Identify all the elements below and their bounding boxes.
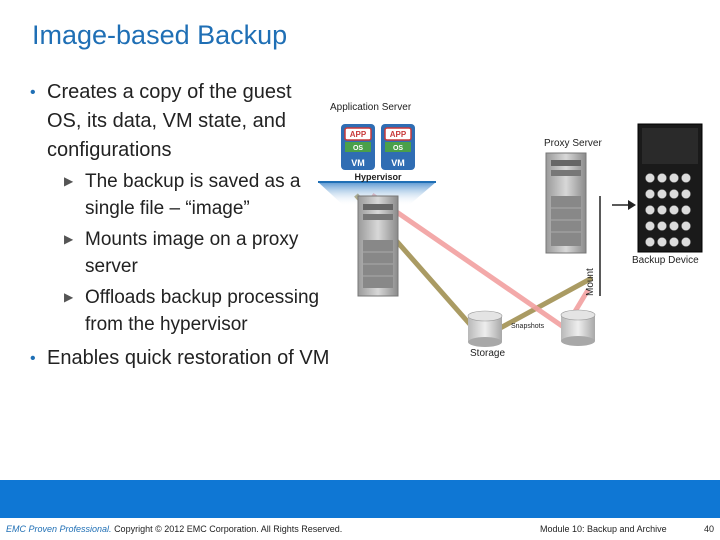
footer-brand: EMC Proven Professional.: [6, 524, 112, 534]
bullet-item: • Enables quick restoration of VM: [30, 344, 350, 373]
storage-label: Storage: [470, 348, 506, 359]
snapshots-label: Snapshots: [511, 323, 545, 330]
hypervisor-label: Hypervisor: [354, 172, 402, 182]
arrow-right-icon: [612, 200, 636, 210]
bullet-item: • Creates a copy of the guest OS, its da…: [30, 78, 330, 165]
vm-icon: APP OS VM: [341, 124, 375, 170]
triangle-right-icon: ▶: [64, 232, 74, 246]
page-number: 40: [704, 524, 715, 534]
backup-device-icon: [637, 123, 703, 253]
bullet-dot-icon: •: [30, 84, 36, 101]
slide-title: Image-based Backup: [32, 20, 288, 50]
footer-module: Module 10: Backup and Archive: [540, 524, 667, 534]
proxy-server-label: Proxy Server: [544, 138, 602, 149]
sub-bullet-item: ▶ Offloads backup processing from the hy…: [64, 284, 344, 338]
bullet-text: Enables quick restoration of VM: [47, 347, 330, 369]
snapshot-icon: [560, 309, 596, 346]
proxy-server-icon: [545, 152, 587, 254]
mount-label: Mount: [585, 268, 596, 296]
application-server-label: Application Server: [330, 102, 412, 113]
sub-bullet-text: The backup is saved as a single file – “…: [85, 171, 301, 219]
storage-icon: [467, 310, 503, 347]
vm-label: VM: [351, 158, 365, 168]
app-label: APP: [350, 130, 367, 139]
footer-copyright-text: Copyright © 2012 EMC Corporation. All Ri…: [114, 524, 343, 534]
os-label: OS: [353, 145, 363, 152]
app-label: APP: [390, 130, 407, 139]
footer-bar: [0, 480, 720, 518]
sub-bullet-item: ▶ Mounts image on a proxy server: [64, 226, 344, 280]
vm-icon: APP OS VM: [381, 124, 415, 170]
os-label: OS: [393, 145, 403, 152]
sub-bullet-text: Mounts image on a proxy server: [85, 229, 299, 277]
triangle-right-icon: ▶: [64, 174, 74, 188]
bullet-text: Creates a copy of the guest OS, its data…: [47, 81, 292, 161]
backup-diagram: Hypervisor APP OS VM APP OS VM: [318, 123, 703, 347]
triangle-right-icon: ▶: [64, 290, 74, 304]
backup-device-label: Backup Device: [632, 255, 699, 266]
sub-bullet-item: ▶ The backup is saved as a single file –…: [64, 168, 344, 222]
sub-bullet-text: Offloads backup processing from the hype…: [85, 287, 320, 335]
hypervisor-icon: Hypervisor: [318, 172, 436, 206]
bullet-dot-icon: •: [30, 350, 36, 367]
application-server-icon: [357, 195, 399, 297]
vm-label: VM: [391, 158, 405, 168]
footer-copyright: EMC Proven Professional. Copyright © 201…: [6, 524, 342, 534]
